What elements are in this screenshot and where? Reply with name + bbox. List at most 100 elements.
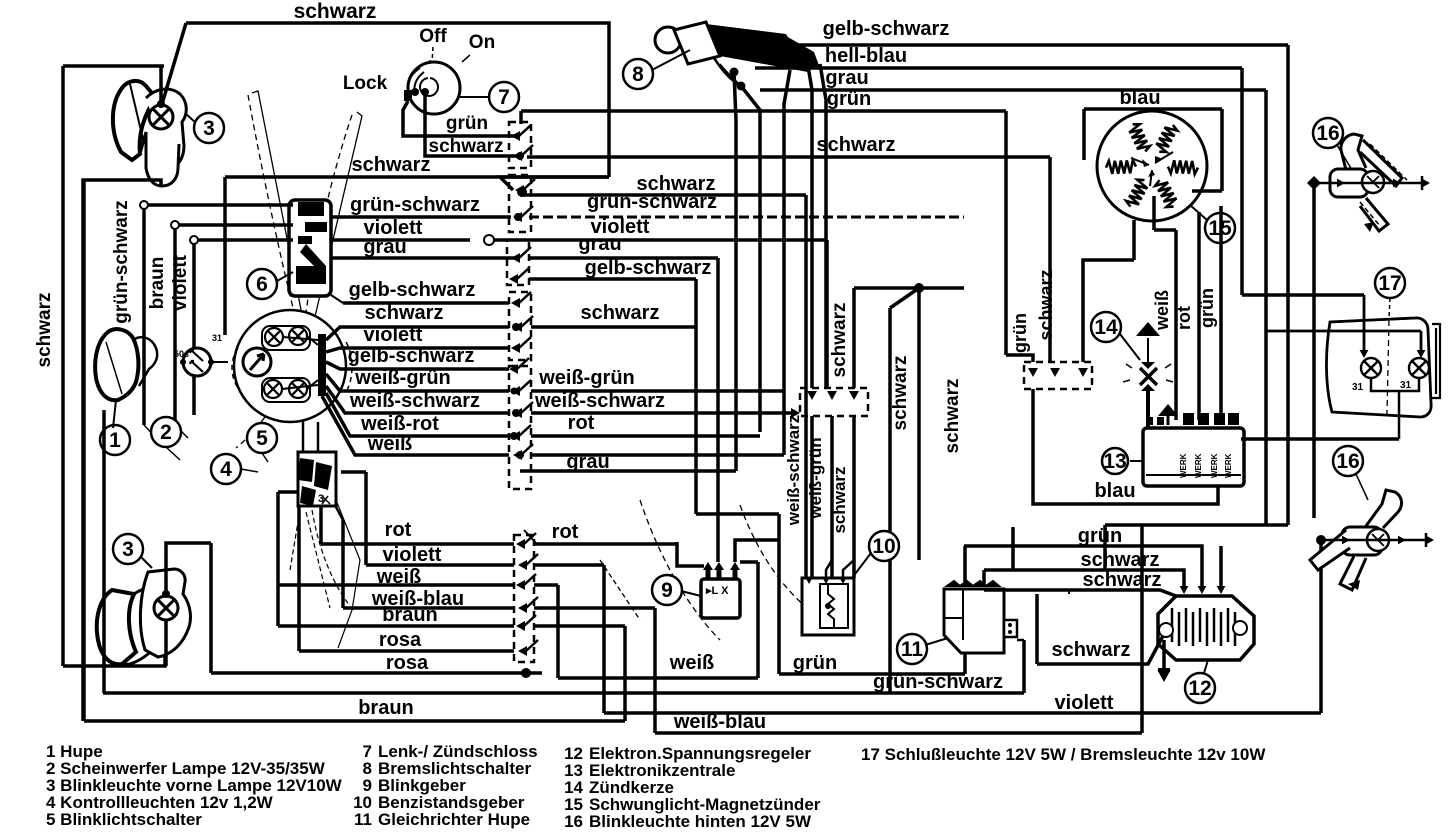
svg-text:3: 3 <box>203 117 215 140</box>
svg-text:Gleichrichter Hupe: Gleichrichter Hupe <box>378 810 530 829</box>
svg-text:6: 6 <box>256 273 268 296</box>
svg-text:Elektronikzentrale: Elektronikzentrale <box>589 761 735 780</box>
svg-text:14: 14 <box>1094 316 1118 339</box>
svg-text:hell-blau: hell-blau <box>825 45 907 67</box>
svg-text:10: 10 <box>872 535 895 558</box>
svg-text:schwarz: schwarz <box>1052 639 1131 661</box>
svg-text:13: 13 <box>1103 450 1126 473</box>
svg-text:weiß-blau: weiß-blau <box>673 711 766 733</box>
svg-text:7: 7 <box>498 86 510 109</box>
svg-text:grün: grün <box>446 113 488 134</box>
svg-text:schwarz: schwarz <box>830 466 849 533</box>
svg-text:Off: Off <box>419 26 447 47</box>
svg-text:weiß-rot: weiß-rot <box>360 413 439 435</box>
svg-text:schwarz: schwarz <box>294 0 377 23</box>
svg-text:4 Kontrollleuchten 12v 1,2W: 4 Kontrollleuchten 12v 1,2W <box>46 793 274 812</box>
svg-text:weiß-schwarz: weiß-schwarz <box>534 390 665 412</box>
svg-text:weiß-schwarz: weiß-schwarz <box>349 390 480 412</box>
svg-text:31: 31 <box>1352 382 1364 393</box>
svg-text:gelb-schwarz: gelb-schwarz <box>823 18 950 40</box>
svg-text:blau: blau <box>1094 480 1135 502</box>
svg-text:1 Hupe: 1 Hupe <box>46 742 103 761</box>
svg-text:braun: braun <box>382 604 438 626</box>
svg-text:rot: rot <box>1174 306 1194 330</box>
svg-text:16: 16 <box>1336 450 1359 473</box>
svg-text:schwarz: schwarz <box>429 136 504 157</box>
svg-text:3: 3 <box>318 493 324 505</box>
svg-text:Elektron.Spannungsregeler: Elektron.Spannungsregeler <box>589 744 811 763</box>
svg-text:weiß: weiß <box>376 566 421 588</box>
svg-text:violett: violett <box>1055 692 1114 714</box>
svg-text:17: 17 <box>1378 272 1401 295</box>
svg-text:11: 11 <box>354 810 372 829</box>
svg-text:8: 8 <box>632 63 644 86</box>
svg-text:braun: braun <box>358 697 414 719</box>
svg-text:grün: grün <box>827 88 871 110</box>
svg-text:4: 4 <box>220 458 232 481</box>
svg-text:schwarz: schwarz <box>1083 569 1162 591</box>
svg-text:5 Blinklichtschalter: 5 Blinklichtschalter <box>46 810 202 829</box>
svg-text:5: 5 <box>256 427 268 450</box>
svg-text:blau: blau <box>1119 87 1160 109</box>
svg-text:rosa: rosa <box>379 629 422 651</box>
svg-text:weiß-grün: weiß-grün <box>538 367 635 389</box>
svg-text:grau: grau <box>363 236 406 258</box>
svg-text:50s: 50s <box>174 349 189 359</box>
svg-text:rot: rot <box>568 412 595 434</box>
svg-text:Lenk-/ Zündschloss: Lenk-/ Zündschloss <box>378 742 538 761</box>
svg-text:grün: grün <box>1197 288 1217 328</box>
svg-text:violett: violett <box>364 324 423 346</box>
svg-text:braun: braun <box>147 257 168 310</box>
svg-text:3: 3 <box>122 538 134 561</box>
svg-text:weiß: weiß <box>669 652 714 674</box>
svg-text:schwarz: schwarz <box>1081 549 1160 571</box>
svg-text:gelb-schwarz: gelb-schwarz <box>348 345 475 367</box>
svg-text:Lock: Lock <box>343 73 388 94</box>
svg-text:WERK: WERK <box>1179 453 1188 478</box>
svg-text:Bremslichtschalter: Bremslichtschalter <box>378 759 531 778</box>
svg-text:14: 14 <box>564 778 583 797</box>
svg-text:10: 10 <box>353 793 372 812</box>
svg-text:16: 16 <box>1316 122 1339 145</box>
svg-text:grün: grün <box>1010 313 1030 353</box>
svg-text:grün-schwarz: grün-schwarz <box>587 191 717 213</box>
svg-text:2 Scheinwerfer Lampe 12V-35/35: 2 Scheinwerfer Lampe 12V-35/35W <box>46 759 326 778</box>
svg-text:violett: violett <box>591 216 650 238</box>
svg-text:12: 12 <box>1188 677 1211 700</box>
svg-text:rosa: rosa <box>386 652 429 674</box>
svg-text:31: 31 <box>1400 380 1412 391</box>
svg-text:WERK: WERK <box>1210 453 1219 478</box>
svg-text:WERK: WERK <box>1194 453 1203 478</box>
svg-text:▸L X: ▸L X <box>705 585 729 597</box>
svg-text:grün: grün <box>793 652 837 674</box>
svg-text:9: 9 <box>661 579 673 602</box>
svg-text:schwarz: schwarz <box>942 379 963 454</box>
svg-text:12: 12 <box>564 744 583 763</box>
svg-text:rot: rot <box>385 519 412 541</box>
svg-text:schwarz: schwarz <box>817 134 896 156</box>
svg-text:grün: grün <box>1078 525 1122 547</box>
svg-text:violett: violett <box>383 544 442 566</box>
svg-text:weiß: weiß <box>367 433 412 455</box>
svg-text:Schwunglicht-Magnetzünder: Schwunglicht-Magnetzünder <box>589 795 821 814</box>
svg-text:Benzistandsgeber: Benzistandsgeber <box>378 793 525 812</box>
svg-text:gelb-schwarz: gelb-schwarz <box>585 257 712 279</box>
svg-text:17 Schlußleuchte 12V 5W / Brem: 17 Schlußleuchte 12V 5W / Bremsleuchte 1… <box>861 745 1266 764</box>
svg-text:schwarz: schwarz <box>34 293 55 368</box>
svg-text:weiß-grün: weiß-grün <box>354 367 451 389</box>
svg-text:grün-schwarz: grün-schwarz <box>873 671 1003 693</box>
svg-text:7: 7 <box>363 742 372 761</box>
svg-text:1: 1 <box>109 429 121 452</box>
svg-text:weiß-schwarz: weiß-schwarz <box>784 415 803 527</box>
svg-text:15: 15 <box>564 795 583 814</box>
svg-text:rot: rot <box>552 521 579 543</box>
svg-text:WERK: WERK <box>1224 453 1233 478</box>
svg-text:11: 11 <box>901 638 924 661</box>
svg-text:16: 16 <box>564 812 583 831</box>
svg-text:Blinkleuchte hinten 12V 5W: Blinkleuchte hinten 12V 5W <box>589 812 812 831</box>
svg-text:grün-schwarz: grün-schwarz <box>111 200 132 324</box>
svg-text:31: 31 <box>212 333 222 343</box>
svg-text:weiß: weiß <box>1152 290 1172 331</box>
svg-text:grau: grau <box>578 233 621 255</box>
svg-text:schwarz: schwarz <box>352 154 431 176</box>
